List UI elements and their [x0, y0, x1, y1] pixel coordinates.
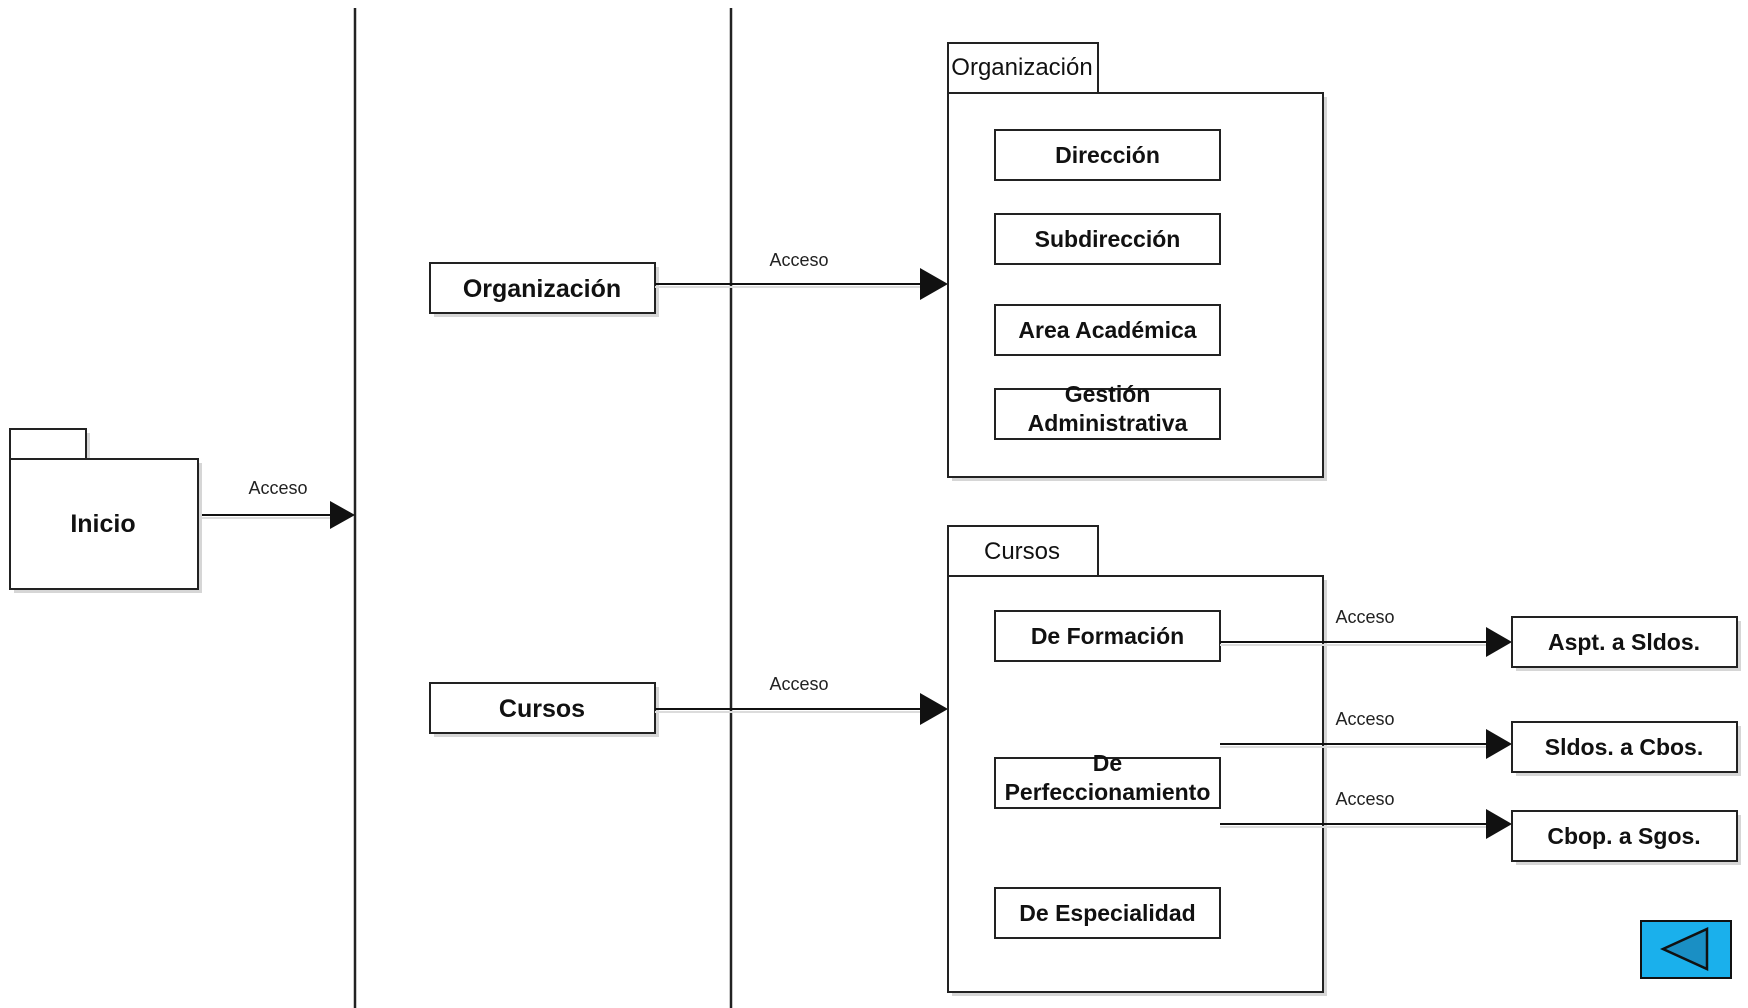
cursos-item-2-label-line-2: Perfeccionamiento	[1005, 779, 1211, 805]
organizacion-item-4-label-line-1: Gestión	[1065, 381, 1151, 407]
target-box-label: Aspt. a Sldos.	[1548, 629, 1700, 655]
cursos-item-3[interactable]: De Especialidad	[994, 887, 1221, 939]
edge-label: Acceso	[248, 478, 307, 498]
cursos-item-2-label-line-1: De	[1093, 750, 1122, 776]
organizacion-item-3[interactable]: Area Académica	[994, 304, 1221, 356]
organizacion-item-2-label: Subdirección	[1035, 226, 1181, 252]
edge-label: Acceso	[1335, 709, 1394, 729]
edge-perfeccionamiento-1: Acceso	[1220, 709, 1512, 759]
edge-inicio: Acceso	[202, 478, 355, 529]
organizacion-item-1-label: Dirección	[1055, 142, 1160, 168]
edge-organizacion: Acceso	[655, 250, 948, 300]
edge-perfeccionamiento-2: Acceso	[1220, 789, 1512, 839]
back-triangle-icon	[1659, 927, 1709, 971]
target-box-2[interactable]: Sldos. a Cbos.	[1511, 721, 1741, 776]
organizacion-item-2[interactable]: Subdirección	[994, 213, 1221, 265]
package-cursos: Cursos De FormaciónDePerfeccionamientoDe…	[947, 525, 1327, 996]
target-box-label: Cbop. a Sgos.	[1547, 823, 1700, 849]
back-button[interactable]	[1640, 920, 1732, 979]
edge-de-formacion: Acceso	[1220, 607, 1512, 657]
edge-label: Acceso	[1335, 789, 1394, 809]
target-box-1[interactable]: Aspt. a Sldos.	[1511, 616, 1741, 671]
target-boxes: Aspt. a Sldos. Sldos. a Cbos. Cbop. a Sgos…	[1511, 616, 1741, 865]
package-cursos-label: Cursos	[984, 538, 1060, 565]
package-inicio-label: Inicio	[70, 510, 135, 538]
node-organizacion-label: Organización	[463, 275, 621, 303]
organizacion-item-3-label: Area Académica	[1018, 317, 1196, 343]
edge-label: Acceso	[1335, 607, 1394, 627]
node-cursos-label: Cursos	[499, 695, 585, 723]
organizacion-item-4-label-line-2: Administrativa	[1028, 410, 1188, 436]
edge-cursos: Acceso	[655, 674, 948, 725]
cursos-item-1-label: De Formación	[1031, 623, 1184, 649]
target-box-label: Sldos. a Cbos.	[1545, 734, 1703, 760]
edge-label: Acceso	[769, 250, 828, 270]
package-organizacion-label: Organización	[951, 54, 1092, 81]
edge-label: Acceso	[769, 674, 828, 694]
cursos-item-1[interactable]: De Formación	[994, 610, 1221, 662]
organizacion-item-1[interactable]: Dirección	[994, 129, 1221, 181]
node-cursos[interactable]: Cursos	[429, 682, 659, 737]
package-inicio[interactable]: Inicio	[9, 428, 202, 593]
cursos-item-3-label: De Especialidad	[1019, 900, 1195, 926]
target-box-3[interactable]: Cbop. a Sgos.	[1511, 810, 1741, 865]
node-organizacion[interactable]: Organización	[429, 262, 659, 317]
